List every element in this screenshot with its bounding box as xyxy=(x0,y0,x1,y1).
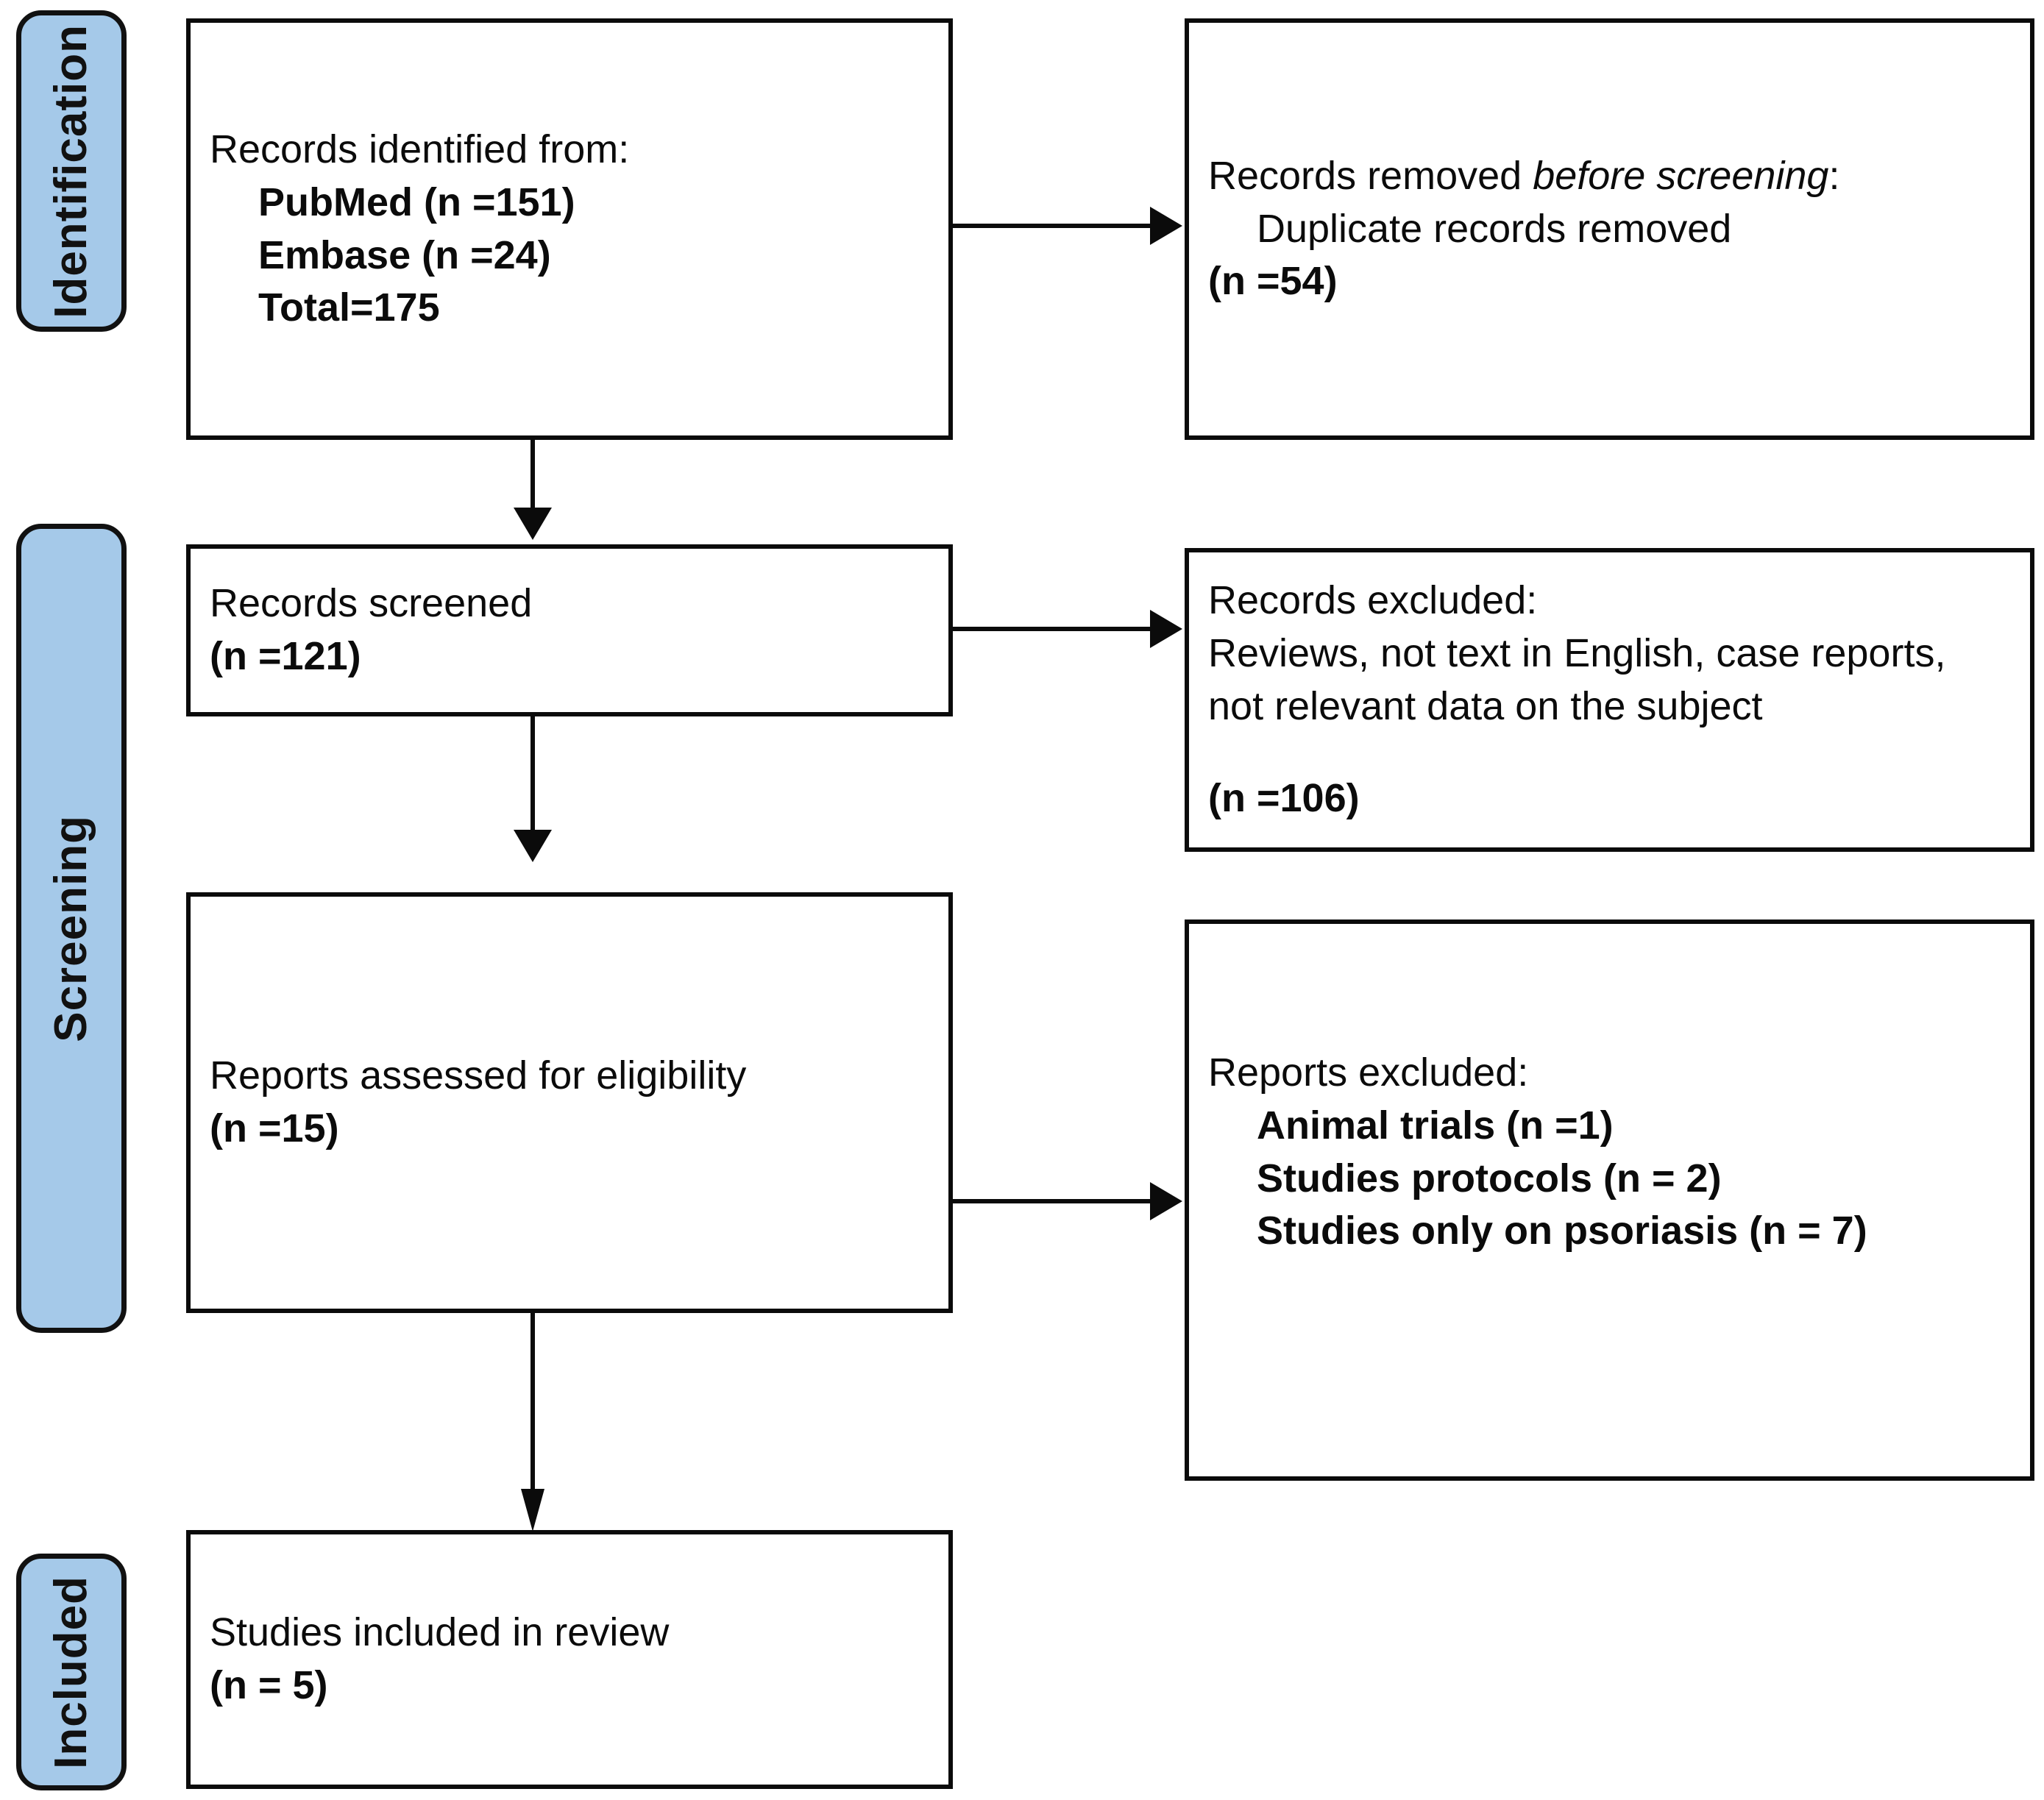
arrowhead-screened-to-assessed xyxy=(514,830,552,862)
box-records-identified: Records identified from: PubMed (n =151)… xyxy=(186,18,953,440)
box-records-excluded-body: Records excluded: Reviews, not text in E… xyxy=(1189,574,2030,825)
stage-pill-included: Included xyxy=(16,1554,127,1790)
reports-assessed-line-0: Reports assessed for eligibility xyxy=(210,1053,747,1098)
records-removed-line-1: Duplicate records removed xyxy=(1257,206,1732,251)
arrowhead-screened-to-excluded xyxy=(1150,610,1182,648)
stage-label-included: Included xyxy=(46,1575,96,1769)
records-excluded-line-0: Records excluded: xyxy=(1208,577,1538,622)
records-removed-emphasis: before screening xyxy=(1533,153,1829,198)
box-reports-excluded: Reports excluded: Animal trials (n =1) S… xyxy=(1185,919,2034,1481)
arrowhead-assessed-to-included xyxy=(521,1489,544,1532)
box-reports-excluded-body: Reports excluded: Animal trials (n =1) S… xyxy=(1189,1047,2030,1258)
box-studies-included: Studies included in review (n = 5) xyxy=(186,1530,953,1789)
records-identified-line-0: Records identified from: xyxy=(210,127,630,171)
records-identified-line-3: Total=175 xyxy=(258,285,440,330)
connector-assessed-to-reports-excluded xyxy=(953,1199,1151,1203)
reports-excluded-line-1: Animal trials (n =1) xyxy=(1257,1103,1614,1148)
records-removed-line-0: Records removed before screening: xyxy=(1208,150,2011,203)
studies-included-line-0: Studies included in review xyxy=(210,1610,670,1655)
records-removed-line-2: (n =54) xyxy=(1208,259,1338,304)
records-excluded-line-3: (n =106) xyxy=(1208,776,1360,821)
connector-identified-to-removed xyxy=(953,224,1151,228)
connector-identified-to-screened xyxy=(530,440,535,513)
stage-pill-screening: Screening xyxy=(16,524,127,1333)
records-screened-line-0: Records screened xyxy=(210,581,533,626)
connector-screened-to-excluded xyxy=(953,627,1151,631)
box-records-screened-body: Records screened (n =121) xyxy=(191,577,948,683)
box-records-removed: Records removed before screening: Duplic… xyxy=(1185,18,2034,440)
reports-excluded-line-3: Studies only on psoriasis (n = 7) xyxy=(1257,1209,1867,1253)
records-removed-prefix: Records removed xyxy=(1208,153,1533,198)
reports-excluded-line-0: Reports excluded: xyxy=(1208,1050,1529,1095)
box-records-screened: Records screened (n =121) xyxy=(186,544,953,716)
reports-assessed-line-1: (n =15) xyxy=(210,1106,339,1150)
box-studies-included-body: Studies included in review (n = 5) xyxy=(191,1607,948,1712)
records-identified-line-2: Embase (n =24) xyxy=(258,232,551,277)
connector-assessed-to-included xyxy=(530,1313,535,1493)
box-reports-assessed-body: Reports assessed for eligibility (n =15) xyxy=(191,1050,948,1156)
arrowhead-identified-to-screened xyxy=(514,508,552,540)
box-records-identified-body: Records identified from: PubMed (n =151)… xyxy=(191,124,948,335)
records-identified-line-1: PubMed (n =151) xyxy=(258,179,575,224)
stage-pill-identification: Identification xyxy=(16,10,127,332)
stage-label-identification: Identification xyxy=(46,24,96,319)
reports-excluded-line-2: Studies protocols (n = 2) xyxy=(1257,1156,1722,1200)
box-records-removed-body: Records removed before screening: Duplic… xyxy=(1189,150,2030,308)
records-removed-suffix: : xyxy=(1828,153,1840,198)
box-records-excluded: Records excluded: Reviews, not text in E… xyxy=(1185,548,2034,852)
arrowhead-identified-to-removed xyxy=(1150,207,1182,245)
connector-screened-to-assessed xyxy=(530,716,535,834)
studies-included-line-1: (n = 5) xyxy=(210,1663,328,1707)
records-excluded-line-1: Reviews, not text in English, case repor… xyxy=(1208,630,1946,728)
arrowhead-assessed-to-reports-excluded xyxy=(1150,1182,1182,1220)
records-screened-line-1: (n =121) xyxy=(210,634,361,678)
records-excluded-spacer xyxy=(1208,733,2011,772)
box-reports-assessed: Reports assessed for eligibility (n =15) xyxy=(186,892,953,1313)
stage-label-screening: Screening xyxy=(46,814,96,1042)
